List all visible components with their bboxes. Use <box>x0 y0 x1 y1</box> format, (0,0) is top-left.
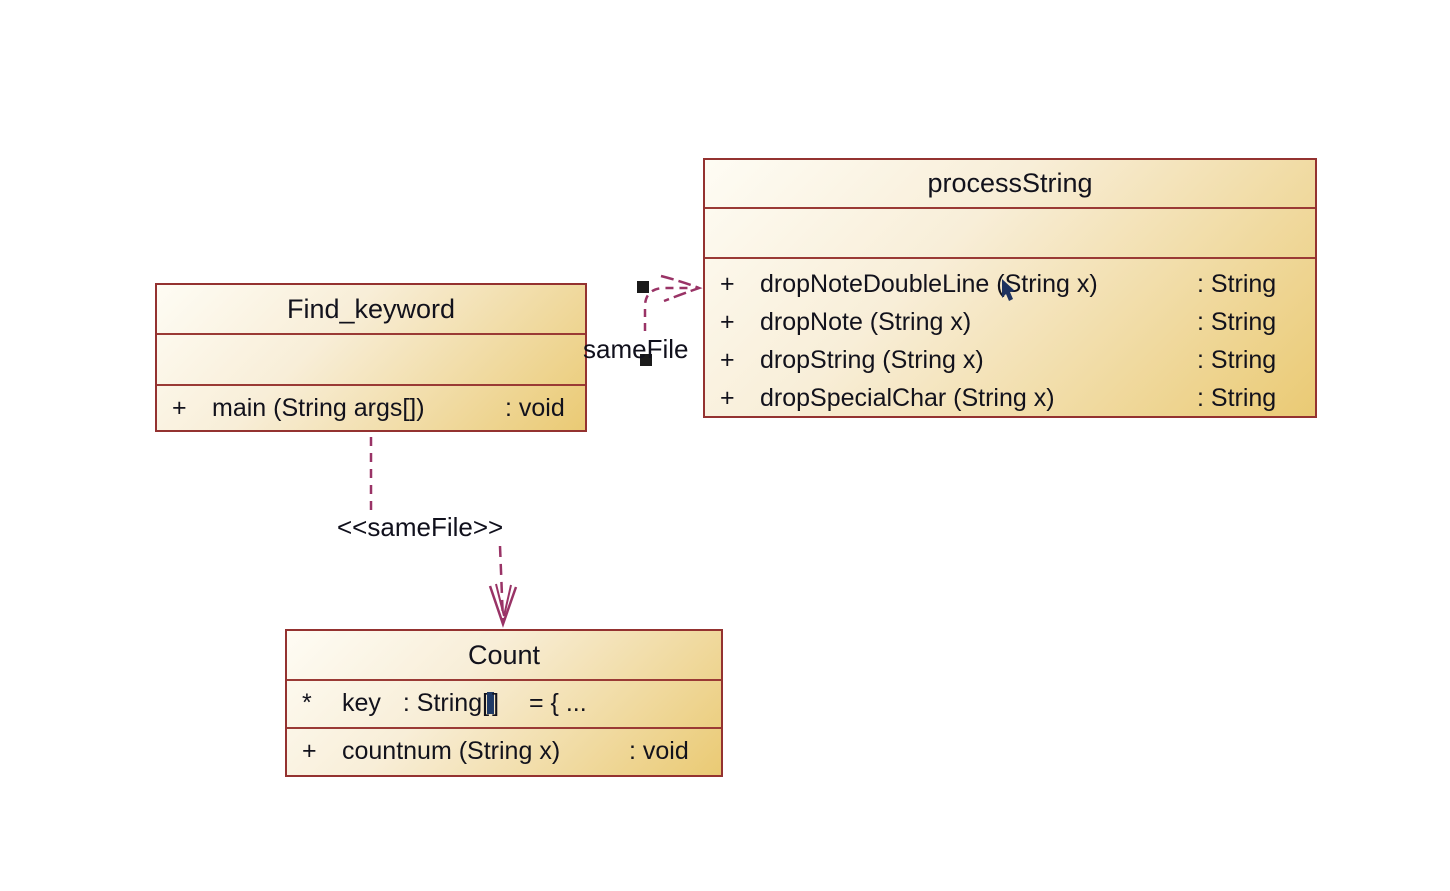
method-signature: dropNote (String x) <box>760 307 972 336</box>
visibility-marker: + <box>172 393 187 422</box>
method-signature: dropString (String x) <box>760 345 984 374</box>
method-row[interactable]: + dropNote (String x) : String <box>705 303 1315 341</box>
dependency-stereotype-samefile[interactable]: <<sameFile>> <box>337 512 504 542</box>
method-row[interactable]: + dropString (String x) : String <box>705 341 1315 379</box>
visibility-marker: + <box>720 383 735 412</box>
dependency-connector-to-processstring[interactable] <box>643 274 703 331</box>
method-signature: main (String args[]) <box>212 393 425 422</box>
attributes-section[interactable]: * key : String[] = { ... <box>287 679 721 727</box>
visibility-marker: + <box>720 307 735 336</box>
visibility-marker: + <box>720 345 735 374</box>
methods-section[interactable]: + dropNoteDoubleLine (String x) : String… <box>705 257 1315 416</box>
visibility-marker: + <box>302 736 317 765</box>
visibility-marker: * <box>302 688 312 717</box>
selection-handle[interactable] <box>637 281 649 293</box>
method-return-type: : String <box>1197 269 1277 298</box>
method-row[interactable]: + dropNoteDoubleLine (String x) : String <box>705 265 1315 303</box>
method-row[interactable]: + countnum (String x) : void <box>287 729 721 773</box>
method-return-type: : void <box>629 736 689 765</box>
attribute-type: : String[] <box>402 688 500 717</box>
method-return-type: : String <box>1197 345 1277 374</box>
attribute-row[interactable]: * key : String[] = { ... <box>287 681 721 725</box>
visibility-marker: + <box>720 269 735 298</box>
open-arrowhead <box>488 585 518 628</box>
method-return-type: : String <box>1197 307 1277 336</box>
attributes-section[interactable] <box>157 333 585 384</box>
open-arrowhead-inner <box>495 583 512 617</box>
attributes-section[interactable] <box>705 207 1315 257</box>
method-signature: countnum (String x) <box>342 736 561 765</box>
methods-section[interactable]: + countnum (String x) : void <box>287 727 721 773</box>
method-signature: dropSpecialChar (String x) <box>760 383 1055 412</box>
class-title[interactable]: Find_keyword <box>286 293 456 324</box>
class-title[interactable]: processString <box>927 168 1093 198</box>
method-row[interactable]: + main (String args[]) : void <box>157 386 585 430</box>
text-cursor <box>487 691 495 714</box>
method-return-type: : void <box>505 393 565 422</box>
methods-section[interactable]: + main (String args[]) : void <box>157 384 585 430</box>
class-title[interactable]: Count <box>467 639 541 670</box>
method-row[interactable]: + dropSpecialChar (String x) : String <box>705 379 1315 417</box>
method-signature: dropNoteDoubleLine (String x) <box>760 269 1098 298</box>
attribute-initializer: = { ... <box>529 688 587 717</box>
class-box-count[interactable]: Count * key : String[] = { ... + countnu… <box>285 629 723 777</box>
class-box-find-keyword[interactable]: Find_keyword + main (String args[]) : vo… <box>155 283 587 432</box>
method-return-type: : String <box>1197 383 1277 412</box>
dependency-label-samefile[interactable]: sameFile <box>583 334 689 364</box>
attribute-name: key <box>342 688 381 717</box>
class-box-processstring[interactable]: processString + dropNoteDoubleLine (Stri… <box>703 158 1317 418</box>
